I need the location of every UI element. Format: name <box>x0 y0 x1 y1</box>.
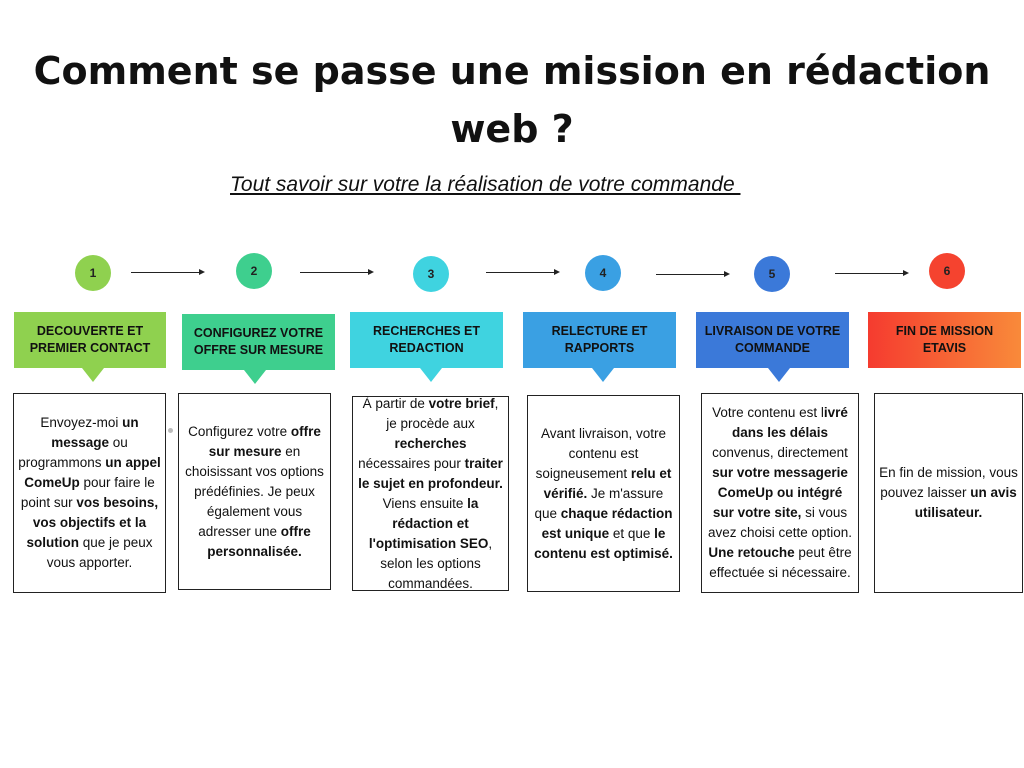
step-text-segment: en choisissant vos options prédéfinies. … <box>185 443 324 539</box>
step-number-circle: 5 <box>754 256 790 292</box>
step-text-segment: que je peux vous apporter. <box>46 535 153 570</box>
step-text-segment: Votre contenu est l <box>712 405 824 420</box>
step-text-segment: Avant livraison, votre contenu est soign… <box>535 425 667 481</box>
step-description-text: Configurez votre offre sur mesure en cho… <box>183 422 326 562</box>
step-header: CONFIGUREZ VOTRE OFFRE SUR MESURE <box>182 314 335 370</box>
step-text-segment: Je m'assure que <box>534 485 664 521</box>
step-text-segment: sur votre messagerie ComeUp ou intégré s… <box>712 465 848 520</box>
step-pointer <box>768 368 790 382</box>
step-text-segment: relu et vérifié. <box>543 465 672 501</box>
step-description-card: Envoyez-moi un message ou programmons un… <box>13 393 166 593</box>
step-number-circle: 2 <box>236 253 272 289</box>
step-header: DECOUVERTE ET PREMIER CONTACT <box>14 312 166 368</box>
step-description-text: À partir de votre brief, je procède aux … <box>357 394 504 594</box>
step-description-text: Votre contenu est livré dans les délais … <box>706 403 854 583</box>
step-description-card: Votre contenu est livré dans les délais … <box>701 393 859 593</box>
step-description-card: Configurez votre offre sur mesure en cho… <box>178 393 331 590</box>
step-description-text: Avant livraison, votre contenu est soign… <box>532 424 675 564</box>
step-arrow <box>656 270 730 277</box>
step-description-text: Envoyez-moi un message ou programmons un… <box>18 413 161 573</box>
step-pointer <box>244 370 266 384</box>
step-text-segment: Viens ensuite <box>382 495 468 511</box>
step-header: FIN DE MISSION ETAVIS <box>868 312 1021 368</box>
step-number-circle: 1 <box>75 255 111 291</box>
step-text-segment: le contenu est optimisé. <box>534 525 673 561</box>
decorative-dot <box>168 428 173 433</box>
step-text-segment: recherches <box>394 435 467 451</box>
step-text-segment: un avis utilisateur. <box>914 485 1017 520</box>
step-number-circle: 3 <box>413 256 449 292</box>
step-text-segment: vos besoins, vos objectifs et la solutio… <box>26 495 159 550</box>
step-text-segment: ivré dans les délais <box>731 405 848 440</box>
step-text-segment: Une retouche <box>708 545 795 560</box>
step-text-segment: En fin de mission, vous pouvez laisser <box>879 465 1018 500</box>
step-arrow <box>486 268 560 275</box>
step-pointer <box>420 368 442 382</box>
step-text-segment: Envoyez-moi <box>40 415 123 430</box>
step-text-segment: un message <box>51 415 139 450</box>
step-text-segment: peut être effectuée si nécessaire. <box>709 545 852 580</box>
step-description-card: À partir de votre brief, je procède aux … <box>352 396 509 591</box>
step-arrow <box>300 268 374 275</box>
step-text-segment: un appel ComeUp <box>24 455 161 490</box>
step-arrow <box>835 269 909 276</box>
step-text-segment: si vous avez choisi cette option. <box>707 505 853 540</box>
step-header: RELECTURE ET RAPPORTS <box>523 312 676 368</box>
step-text-segment: nécessaires pour <box>358 455 465 471</box>
step-text-segment: la rédaction et l'optimisation SEO <box>368 495 489 551</box>
step-description-text: En fin de mission, vous pouvez laisser u… <box>879 463 1018 523</box>
step-text-segment: , je procède aux <box>386 395 499 431</box>
step-text-segment: traiter le sujet en profondeur. <box>358 455 503 491</box>
step-header: RECHERCHES ET REDACTION <box>350 312 503 368</box>
step-text-segment: À partir de <box>362 395 429 411</box>
step-number-circle: 6 <box>929 253 965 289</box>
step-text-segment: pour faire le point sur <box>20 475 155 510</box>
step-text-segment: offre sur mesure <box>208 423 321 459</box>
step-arrow <box>131 268 205 275</box>
step-text-segment: et que <box>609 525 655 541</box>
step-text-segment: chaque rédaction est unique <box>541 505 673 541</box>
step-pointer <box>592 368 614 382</box>
page-subtitle: Tout savoir sur votre la réalisation de … <box>230 173 741 196</box>
step-text-segment: offre personnalisée. <box>207 523 311 559</box>
step-text-segment: votre brief <box>428 395 495 411</box>
step-description-card: Avant livraison, votre contenu est soign… <box>527 395 680 592</box>
step-description-card: En fin de mission, vous pouvez laisser u… <box>874 393 1023 593</box>
step-text-segment: Configurez votre <box>188 423 291 439</box>
step-text-segment: , selon les options commandées. <box>380 535 493 591</box>
step-number-circle: 4 <box>585 255 621 291</box>
step-header: LIVRAISON DE VOTRE COMMANDE <box>696 312 849 368</box>
step-pointer <box>82 368 104 382</box>
page-title: Comment se passe une mission en rédactio… <box>33 49 991 151</box>
step-text-segment: convenus, directement <box>712 445 848 460</box>
step-text-segment: ou programmons <box>18 435 128 470</box>
